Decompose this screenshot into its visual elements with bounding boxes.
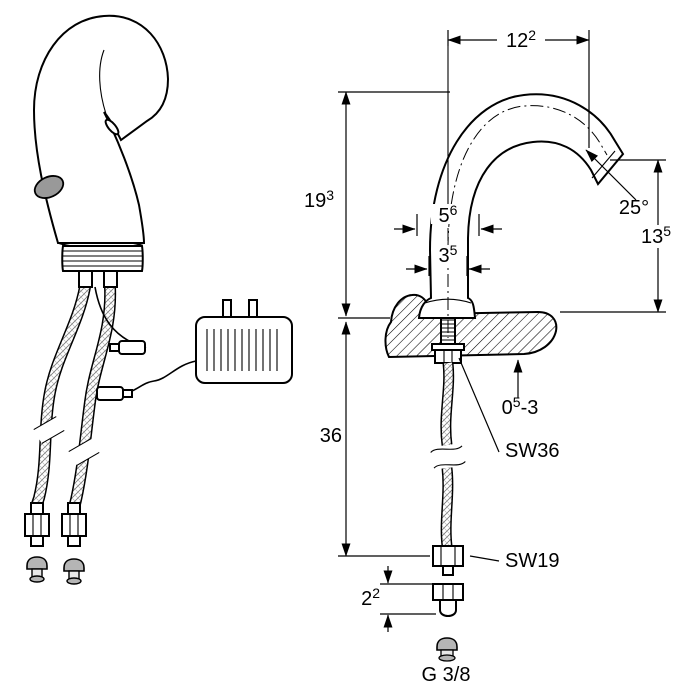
- dimension-spout-height: 193: [304, 91, 450, 319]
- label-thread-size: G 3/8: [422, 664, 471, 686]
- shank-nut-sw36: [434, 349, 462, 364]
- dim-label-shank-width: 35: [439, 242, 458, 267]
- deck-cross-section: [384, 293, 558, 359]
- dim-label-below-deck-length: 36: [320, 425, 342, 447]
- callout-sw19: SW19: [469, 550, 559, 572]
- callout-sw36: SW36: [458, 357, 559, 462]
- hose-connector-right: [61, 502, 87, 547]
- hose-right-braid: [70, 286, 115, 506]
- adapter-body: [195, 316, 293, 384]
- cable-connector-faucet: [109, 340, 146, 355]
- label-sw36: SW36: [505, 440, 559, 462]
- sensor-window: [33, 175, 65, 199]
- dimension-deck-thickness: 05-3: [502, 359, 539, 419]
- g38-fitting: [432, 583, 464, 618]
- protective-plug-right: [63, 558, 85, 585]
- dim-label-overhang: 122: [506, 27, 536, 52]
- hose-connector-left: [24, 502, 50, 547]
- hose-break-mark-left: [33, 416, 65, 444]
- dimension-fitting-height: 22: [361, 566, 436, 632]
- dim-label-fitting-height: 22: [361, 585, 380, 610]
- dim-label-outlet-angle: 25°: [619, 197, 649, 219]
- aerator-outlet: [104, 118, 120, 136]
- spout-centerline-curved: [447, 105, 608, 251]
- under-deck-hardware: [430, 315, 466, 662]
- label-sw19: SW19: [505, 550, 559, 572]
- faucet-profile-body: [417, 93, 625, 319]
- adapter-vent-slots: [206, 329, 278, 371]
- power-adapter: [195, 299, 293, 384]
- left-illustration: [24, 14, 293, 585]
- dimension-overhang: 122: [447, 26, 590, 148]
- underdeck-hose-break-mark: [430, 445, 466, 469]
- dim-label-spout-height: 193: [304, 187, 334, 212]
- hose-break-mark-right: [68, 438, 100, 466]
- hose-nut-sw19: [432, 545, 464, 567]
- spout-contour-line: [99, 49, 107, 115]
- dim-label-outlet-height: 135: [641, 223, 671, 248]
- dimension-view: 122 193 56 35 25°: [304, 26, 680, 686]
- g38-protective-cap: [436, 637, 458, 662]
- hose-inlet-right: [103, 270, 118, 288]
- dimension-outlet-angle: 25°: [585, 149, 649, 219]
- underdeck-hose-upper: [441, 362, 453, 446]
- dimension-below-deck-length: 36: [320, 321, 430, 557]
- aerator-line: [591, 150, 616, 179]
- collar-thread-lines: [63, 250, 142, 267]
- dimension-shank-width: 35: [406, 242, 490, 276]
- faucet-perspective: [32, 14, 170, 288]
- hose-left-braid: [32, 286, 90, 506]
- hose-inlet-left: [78, 270, 93, 288]
- cable-connector-adapter: [96, 386, 133, 401]
- dim-label-deck-thickness: 05-3: [502, 394, 539, 419]
- dimension-base-width: 56: [394, 202, 502, 236]
- supply-hoses: [31, 285, 117, 506]
- protective-plug-left: [26, 556, 48, 583]
- faucet-body: [32, 14, 170, 244]
- shank-nut-facets: [443, 350, 453, 363]
- dimension-outlet-height: 135: [560, 159, 680, 313]
- threaded-collar: [61, 245, 144, 272]
- dim-label-base-width: 56: [439, 202, 458, 227]
- hose-nut-tail: [442, 565, 454, 576]
- underdeck-hose-lower: [442, 467, 452, 547]
- hose-nut-facets: [440, 546, 456, 566]
